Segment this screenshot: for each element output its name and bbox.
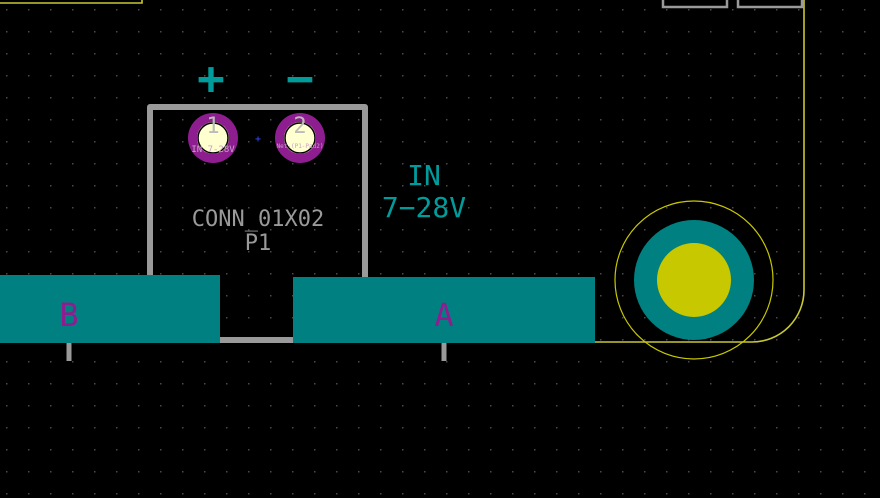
mounting-hole[interactable] xyxy=(614,200,774,360)
pin-1-net-label: IN 7-28V xyxy=(191,145,235,155)
through-hole-pin-1[interactable] xyxy=(188,113,238,163)
component-reference-label: P1 xyxy=(245,231,272,256)
connector-outline xyxy=(147,104,368,343)
input-label-line2: 7−28V xyxy=(382,191,466,224)
board-edge-outline xyxy=(0,0,805,343)
anchor-marker: + xyxy=(255,134,261,145)
pad-b-label: B xyxy=(59,296,78,334)
minus-sign-label: − xyxy=(286,51,314,105)
component-value-label: CONN_01X02 xyxy=(192,207,324,232)
plus-sign-label: + xyxy=(197,51,225,105)
pad-a[interactable] xyxy=(293,277,595,343)
pad-a-label: A xyxy=(434,296,453,334)
pin-2-net-label: Net-(P1-Pad2) xyxy=(277,143,324,150)
pin-2-number: 2 xyxy=(293,114,306,139)
through-hole-pin-2[interactable] xyxy=(275,113,325,163)
pad-b[interactable] xyxy=(0,275,220,343)
pin-1-number: 1 xyxy=(206,114,219,139)
footprint-outline-top-right xyxy=(661,0,804,9)
input-label-line1: IN xyxy=(407,159,441,192)
